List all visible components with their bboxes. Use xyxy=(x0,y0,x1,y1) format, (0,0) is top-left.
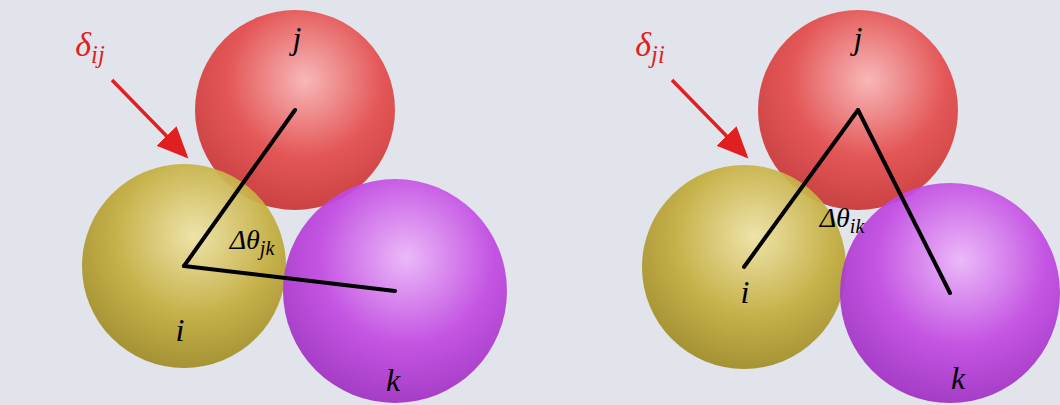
overlap-label: δji xyxy=(635,26,664,63)
sphere-fill xyxy=(283,179,507,403)
sphere-shape xyxy=(840,183,1060,403)
center-line xyxy=(744,110,858,267)
angle-label: Δθik xyxy=(820,202,865,233)
sphere: k xyxy=(840,183,1060,403)
center-line xyxy=(184,110,295,266)
overlap-label: δij xyxy=(75,26,104,63)
particle-label: i xyxy=(741,274,750,310)
sphere: i xyxy=(642,165,846,369)
sphere: k xyxy=(283,179,507,403)
angle-label: Δθjk xyxy=(230,224,275,255)
sphere: i xyxy=(82,164,286,368)
sphere-fill xyxy=(82,164,286,368)
particle-label: j xyxy=(854,20,863,56)
center-line xyxy=(184,266,395,291)
sphere-shape xyxy=(642,165,846,369)
leader-arrow xyxy=(112,80,186,156)
particle-label: i xyxy=(176,312,185,348)
particle-label: k xyxy=(386,362,400,398)
particle-label: j xyxy=(293,20,302,56)
leader-arrow xyxy=(672,80,746,156)
sphere-fill xyxy=(642,165,846,369)
center-line xyxy=(858,110,950,293)
sphere-fill xyxy=(840,183,1060,403)
particle-label: k xyxy=(951,360,965,396)
